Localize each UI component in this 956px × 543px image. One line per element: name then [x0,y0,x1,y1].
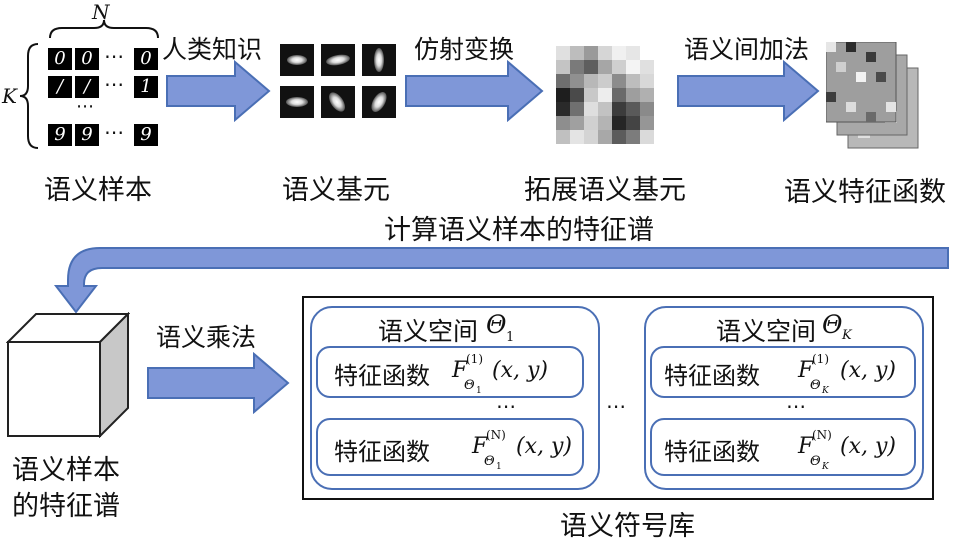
primitive-tile [362,86,396,118]
digit-cell: / [48,76,72,98]
primitive-tile [362,44,396,76]
space-1-func-1-sub-sub: 1 [476,386,482,396]
space-k-func-n [650,418,916,476]
space-k-func-1-label: 特征函数 [664,362,760,390]
semantic-space-1 [310,306,600,490]
digit-cell: 9 [134,124,158,146]
between-spaces-ellipsis: ⋯ [606,394,628,418]
arrow-affine [405,60,544,122]
row-ellipsis: ⋯ [104,72,124,96]
space-k-func-1-sub-sub: K [822,386,829,396]
digit-cell: 0 [48,48,72,70]
symbol-library-frame [302,296,934,500]
label-semantic-primitives: 语义基元 [282,175,390,206]
arrow-compute-spectrum [53,247,949,314]
space-1-theta: Θ [486,310,507,339]
row-ellipsis: ⋯ [104,44,124,68]
label-compute-spectrum: 计算语义样本的特征谱 [384,215,654,246]
label-affine: 仿射变换 [414,35,515,64]
space-1-title: 语义空间 [378,317,479,346]
space-1-func-n-label: 特征函数 [334,438,430,466]
primitive-tile [321,44,355,76]
space-k-func-1-F: F [798,358,814,383]
label-human-knowledge: 人类知识 [162,35,263,64]
label-semantic-add: 语义间加法 [684,35,810,64]
space-k-func-n-sub: Θ [810,454,821,469]
label-extended-primitives: 拓展语义基元 [524,175,686,206]
label-sample-spectrum-line1: 语义样本 [12,455,120,486]
space-k-title: 语义空间 [716,317,817,346]
label-feature-functions: 语义特征函数 [784,177,946,208]
space-1-func-n-sub-sub: 1 [496,462,502,472]
spectrum-cube [6,312,130,438]
label-sample-spectrum-line2: 的特征谱 [12,491,120,522]
space-k-ellipsis: ⋯ [786,394,808,418]
primitive-tile [321,86,355,118]
primitive-tile [280,44,314,76]
semantic-space-k [644,306,924,490]
label-n: N [92,0,110,24]
space-k-func-1-sup: (1) [812,352,829,366]
column-ellipsis: ⋯ [76,96,94,117]
space-1-func-1-sub: Θ [464,378,475,393]
space-1-func-n-args: (x, y) [516,434,572,459]
space-1-theta-sub: 1 [506,330,515,345]
space-1-func-n-F: F [472,434,488,459]
label-symbol-library: 语义符号库 [560,511,695,542]
digit-cell: 9 [48,124,72,146]
space-1-func-n-sub: Θ [484,454,495,469]
space-1-func-1-F: F [452,358,468,383]
digit-cell: 0 [134,48,158,70]
extended-primitive-image [556,46,654,144]
arrow-human-knowledge [166,60,271,122]
primitive-tile [280,86,314,118]
label-semantic-samples: 语义样本 [44,175,152,206]
space-k-theta: Θ [822,310,843,339]
space-k-func-1-sub: Θ [810,378,821,393]
feature-function-stack [826,42,919,149]
space-k-func-n-sub-sub: K [822,462,829,472]
top-brace [49,19,159,39]
digit-cell: 9 [75,124,99,146]
row-ellipsis: ⋯ [104,120,124,144]
label-semantic-mult: 语义乘法 [156,323,257,352]
space-1-ellipsis: ⋯ [496,394,518,418]
digit-cell: / [75,76,99,98]
left-brace [19,43,39,149]
space-1-func-n [316,418,584,476]
space-k-theta-sub: K [842,328,852,343]
space-k-func-n-sup: (N) [812,428,832,442]
space-k-func-n-label: 特征函数 [664,438,760,466]
space-1-func-1 [316,346,584,398]
digit-cell: 1 [134,76,158,98]
space-1-func-n-sup: (N) [486,428,506,442]
space-k-func-n-F: F [798,434,814,459]
space-1-func-1-sup: (1) [466,352,483,366]
digit-cell: 0 [75,48,99,70]
space-k-func-n-args: (x, y) [840,434,896,459]
space-k-func-1 [650,346,916,398]
space-k-func-1-args: (x, y) [840,358,896,383]
label-k: K [2,84,17,108]
space-1-func-1-args: (x, y) [492,358,548,383]
arrow-semantic-mult [147,352,290,414]
arrow-semantic-add [677,60,820,122]
space-1-func-1-label: 特征函数 [334,362,430,390]
